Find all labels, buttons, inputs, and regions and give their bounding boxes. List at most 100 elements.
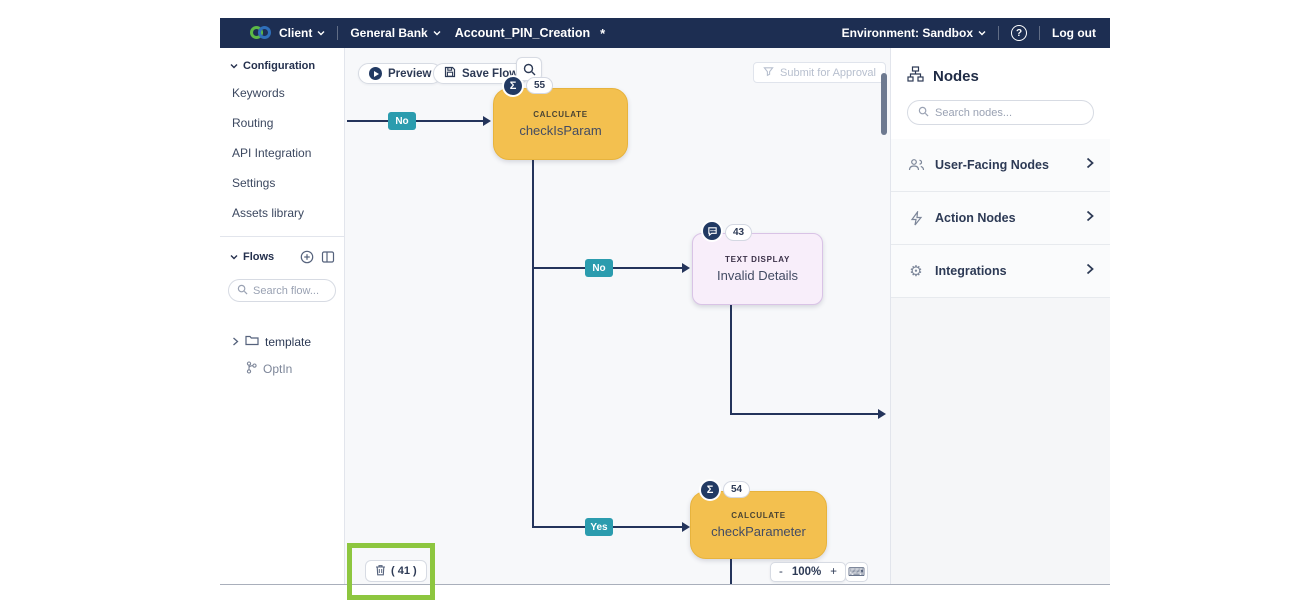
zoom-in-button[interactable]: + — [830, 566, 837, 578]
client-menu[interactable]: Client — [279, 26, 325, 40]
chevron-right-icon — [1086, 262, 1094, 280]
sidebar-item-assets-library[interactable]: Assets library — [232, 206, 305, 220]
section-label: User-Facing Nodes — [935, 158, 1049, 172]
org-label: General Bank — [350, 26, 428, 40]
folder-label: template — [265, 334, 312, 349]
nav-divider — [1039, 26, 1041, 40]
section-action-nodes[interactable]: Action Nodes — [891, 192, 1110, 245]
flows-section-header[interactable]: Flows — [220, 237, 344, 271]
sidebar-divider — [220, 236, 344, 237]
node-checkparameter[interactable]: CALCULATE checkParameter — [690, 491, 827, 559]
node-invalid-details[interactable]: TEXT DISPLAY Invalid Details — [692, 233, 823, 305]
chevron-right-icon — [232, 335, 239, 349]
canvas-scrollbar[interactable] — [881, 73, 887, 135]
search-icon — [523, 63, 535, 75]
funnel-icon — [763, 66, 774, 80]
users-icon — [907, 158, 925, 172]
sidebar-item-routing[interactable]: Routing — [232, 116, 274, 130]
keyboard-icon: ⌨ — [847, 565, 866, 579]
board-view-icon[interactable] — [320, 249, 336, 265]
search-icon — [237, 284, 248, 298]
client-label: Client — [279, 26, 313, 40]
node-type-label: CALCULATE — [731, 511, 786, 520]
flow-tree-folder-template[interactable]: template — [220, 328, 344, 355]
trash-count-button[interactable]: ( 41 ) — [365, 560, 427, 582]
environment-label: Environment: Sandbox — [841, 26, 974, 40]
node-title: checkIsParam — [519, 123, 602, 138]
edge-arrow-icon — [682, 522, 690, 532]
sidebar-item-api-integration[interactable]: API Integration — [232, 146, 312, 160]
node-type-label: TEXT DISPLAY — [724, 255, 790, 264]
edge-label-yes[interactable]: Yes — [585, 518, 613, 536]
chevron-down-icon — [978, 29, 986, 37]
lightning-icon — [907, 210, 925, 226]
node-title: Invalid Details — [717, 268, 798, 283]
nodes-panel: Nodes User-Facing Nodes Action Nodes — [890, 48, 1110, 584]
chevron-down-icon — [230, 253, 238, 261]
edge-arrow-icon — [483, 116, 491, 126]
flow-branch-icon — [246, 361, 257, 377]
edge-line — [730, 305, 732, 415]
edge-arrow-icon — [682, 263, 690, 273]
environment-selector[interactable]: Environment: Sandbox — [842, 26, 986, 40]
node-count-badge: 43 — [725, 224, 752, 241]
preview-button[interactable]: Preview — [358, 63, 443, 84]
trash-count-label: ( 41 ) — [391, 565, 417, 577]
nav-divider — [337, 26, 339, 40]
search-icon — [918, 104, 929, 122]
unsaved-indicator: * — [600, 25, 606, 41]
flow-title: Account_PIN_Creation — [454, 26, 591, 40]
node-count-badge: 55 — [526, 77, 553, 94]
sidebar-item-settings[interactable]: Settings — [232, 176, 276, 190]
help-icon[interactable]: ? — [1011, 25, 1028, 41]
chevron-right-icon — [1086, 209, 1094, 227]
flow-search — [228, 279, 336, 302]
org-menu[interactable]: General Bank — [350, 26, 441, 40]
zoom-level: 100% — [791, 566, 822, 578]
flow-label: OptIn — [263, 362, 293, 376]
submit-for-approval-button[interactable]: Submit for Approval — [753, 62, 886, 83]
brand-logo-icon — [250, 26, 271, 40]
flow-search-input[interactable] — [253, 284, 327, 297]
configuration-label: Configuration — [243, 60, 316, 72]
add-flow-icon[interactable] — [299, 249, 315, 265]
section-label: Integrations — [935, 264, 1007, 278]
configuration-section-header[interactable]: Configuration — [220, 48, 344, 78]
chevron-down-icon — [433, 29, 441, 37]
save-flow-label: Save Flow — [462, 67, 519, 80]
top-navbar: Client General Bank Account_PIN_Creation… — [220, 18, 1110, 48]
node-type-label: CALCULATE — [533, 110, 588, 119]
chat-icon — [701, 220, 723, 242]
edge-arrow-icon — [878, 409, 886, 419]
node-title: checkParameter — [711, 524, 806, 539]
app-window: Client General Bank Account_PIN_Creation… — [220, 18, 1110, 585]
flow-tree-item-optin[interactable]: OptIn — [220, 355, 344, 383]
logout-button[interactable]: Log out — [1052, 26, 1096, 40]
flow-canvas[interactable]: Preview Save Flow Submit for Approval No — [345, 48, 890, 584]
folder-icon — [245, 334, 259, 349]
zoom-control: - 100% + — [770, 562, 846, 582]
node-checkisparam[interactable]: CALCULATE checkIsParam — [493, 88, 628, 160]
chevron-down-icon — [317, 29, 325, 37]
section-user-facing-nodes[interactable]: User-Facing Nodes — [891, 139, 1110, 192]
trash-icon — [375, 564, 386, 579]
edge-label-no-2[interactable]: No — [585, 259, 613, 277]
edge-line — [532, 160, 534, 528]
section-integrations[interactable]: ⚙ Integrations — [891, 245, 1110, 298]
nodes-panel-header: Nodes — [891, 48, 1110, 139]
save-icon — [444, 66, 456, 81]
node-count-badge: 54 — [723, 481, 750, 498]
chevron-down-icon — [230, 62, 238, 70]
sidebar-item-keywords[interactable]: Keywords — [232, 86, 285, 100]
nodes-search-input[interactable] — [935, 106, 1083, 119]
sigma-icon: Σ — [699, 479, 721, 501]
play-icon — [369, 67, 382, 80]
left-sidebar: Configuration Keywords Routing API Integ… — [220, 48, 345, 584]
preview-label: Preview — [388, 67, 432, 80]
zoom-out-button[interactable]: - — [779, 566, 783, 578]
edge-label-no-1[interactable]: No — [388, 112, 416, 130]
keyboard-shortcuts-button[interactable]: ⌨ — [845, 562, 868, 582]
nodes-search — [907, 100, 1094, 125]
chevron-right-icon — [1086, 156, 1094, 174]
